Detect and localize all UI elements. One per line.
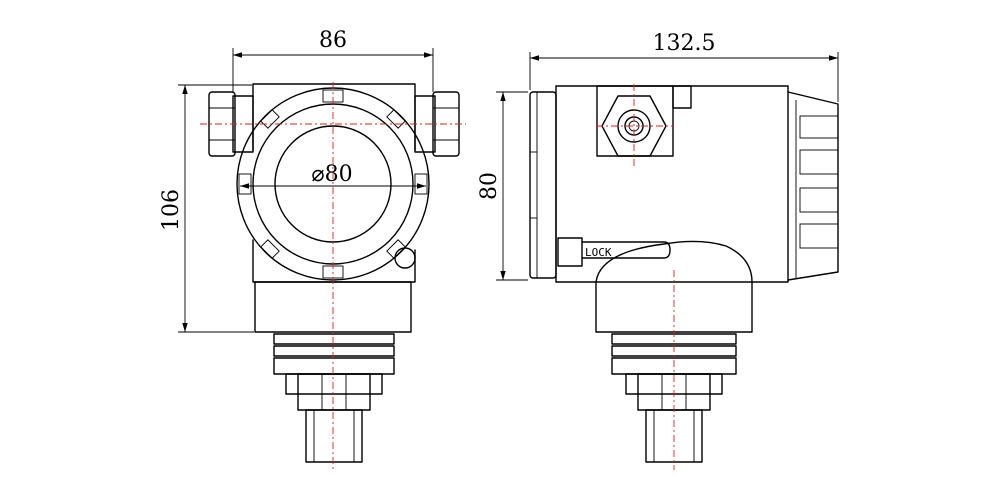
front-dimension-height: 106 — [159, 84, 254, 333]
side-height-label: 80 — [477, 172, 502, 200]
side-cable-gland — [596, 85, 692, 157]
front-thread — [273, 333, 395, 375]
front-view — [200, 82, 466, 470]
front-hex-nut — [285, 373, 383, 411]
front-dimension-diameter: ⌀80 — [240, 162, 426, 189]
side-dimension-width: 132.5 — [529, 31, 839, 102]
side-lock-tab: LOCK — [557, 237, 671, 267]
side-dimension-height: 80 — [477, 91, 528, 281]
side-width-label: 132.5 — [653, 31, 716, 56]
front-width-label: 86 — [319, 28, 347, 53]
lock-label: LOCK — [585, 246, 612, 259]
front-lock-screw — [394, 247, 416, 269]
front-dimension-width: 86 — [232, 28, 434, 92]
side-cover — [529, 91, 557, 279]
side-right-cover-fins — [787, 91, 839, 281]
side-neck-dome — [595, 240, 753, 333]
front-diameter-label: ⌀80 — [311, 162, 352, 187]
front-height-label: 106 — [159, 189, 184, 231]
front-probe — [305, 409, 363, 463]
side-view: LOCK — [529, 84, 839, 470]
